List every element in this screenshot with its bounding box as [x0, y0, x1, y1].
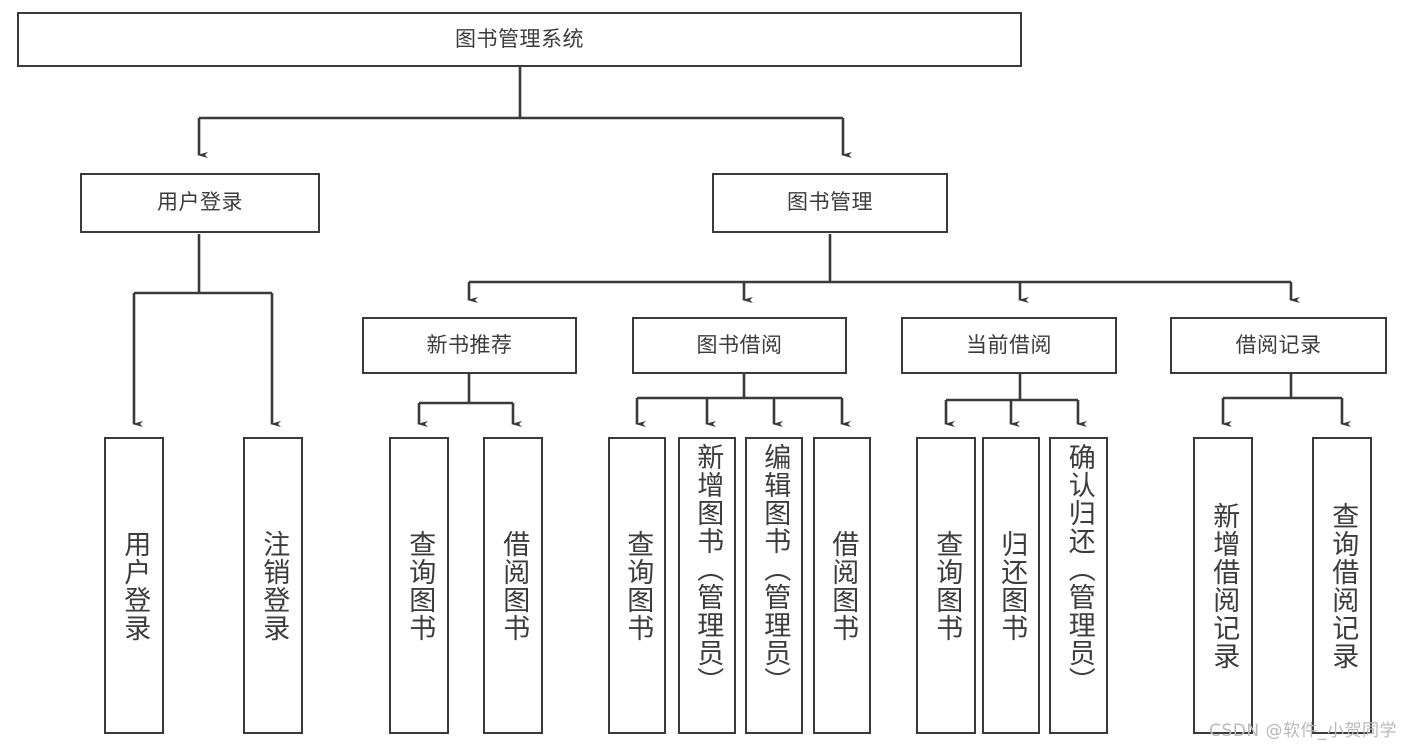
- leaf-borrow-record-add-record-label: 新增借阅记录: [1208, 501, 1240, 670]
- node-book-borrow[interactable]: 图书借阅: [632, 317, 847, 374]
- leaf-current-borrow-query-book[interactable]: 查询图书: [916, 437, 976, 734]
- leaf-current-borrow-confirm-return-label: 确认归还（管理员）: [1063, 443, 1095, 695]
- leaf-user-login-login-label: 用户登录: [119, 529, 151, 642]
- node-user-login[interactable]: 用户登录: [80, 173, 320, 233]
- node-current-borrow-label: 当前借阅: [966, 332, 1052, 357]
- node-new-book-recommend-label: 新书推荐: [426, 332, 513, 357]
- node-new-book-recommend[interactable]: 新书推荐: [362, 317, 577, 374]
- leaf-current-borrow-return-book[interactable]: 归还图书: [982, 437, 1040, 734]
- leaf-user-login-login[interactable]: 用户登录: [104, 437, 164, 734]
- leaf-current-borrow-query-book-label: 查询图书: [931, 529, 963, 642]
- node-user-login-label: 用户登录: [157, 190, 243, 215]
- node-root-label: 图书管理系统: [455, 26, 584, 51]
- leaf-book-borrow-query-book[interactable]: 查询图书: [608, 437, 666, 734]
- node-borrow-record[interactable]: 借阅记录: [1170, 317, 1387, 374]
- leaf-borrow-record-add-record[interactable]: 新增借阅记录: [1193, 437, 1253, 734]
- node-book-management-label: 图书管理: [787, 190, 873, 215]
- node-borrow-record-label: 借阅记录: [1235, 332, 1322, 357]
- leaf-new-book-query-book[interactable]: 查询图书: [389, 437, 449, 734]
- leaf-borrow-record-query-record-label: 查询借阅记录: [1327, 501, 1359, 670]
- leaf-new-book-borrow-book-label: 借阅图书: [498, 529, 530, 642]
- node-book-borrow-label: 图书借阅: [696, 332, 783, 357]
- leaf-book-borrow-add-book-label: 新增图书（管理员）: [692, 443, 724, 695]
- leaf-user-login-logout[interactable]: 注销登录: [243, 437, 303, 734]
- leaf-book-borrow-borrow-book-label: 借阅图书: [827, 529, 859, 642]
- leaf-new-book-borrow-book[interactable]: 借阅图书: [483, 437, 543, 734]
- leaf-new-book-query-book-label: 查询图书: [404, 529, 436, 642]
- leaf-book-borrow-add-book[interactable]: 新增图书（管理员）: [678, 437, 736, 734]
- leaf-current-borrow-confirm-return[interactable]: 确认归还（管理员）: [1049, 437, 1108, 734]
- leaf-current-borrow-return-book-label: 归还图书: [996, 529, 1028, 642]
- leaf-borrow-record-query-record[interactable]: 查询借阅记录: [1312, 437, 1372, 734]
- node-current-borrow[interactable]: 当前借阅: [901, 317, 1117, 374]
- leaf-book-borrow-borrow-book[interactable]: 借阅图书: [813, 437, 871, 734]
- leaf-book-borrow-edit-book-label: 编辑图书（管理员）: [759, 443, 791, 695]
- leaf-book-borrow-edit-book[interactable]: 编辑图书（管理员）: [745, 437, 803, 734]
- node-book-management[interactable]: 图书管理: [712, 173, 948, 233]
- node-root[interactable]: 图书管理系统: [17, 12, 1022, 67]
- leaf-user-login-logout-label: 注销登录: [258, 529, 290, 642]
- leaf-book-borrow-query-book-label: 查询图书: [622, 529, 654, 642]
